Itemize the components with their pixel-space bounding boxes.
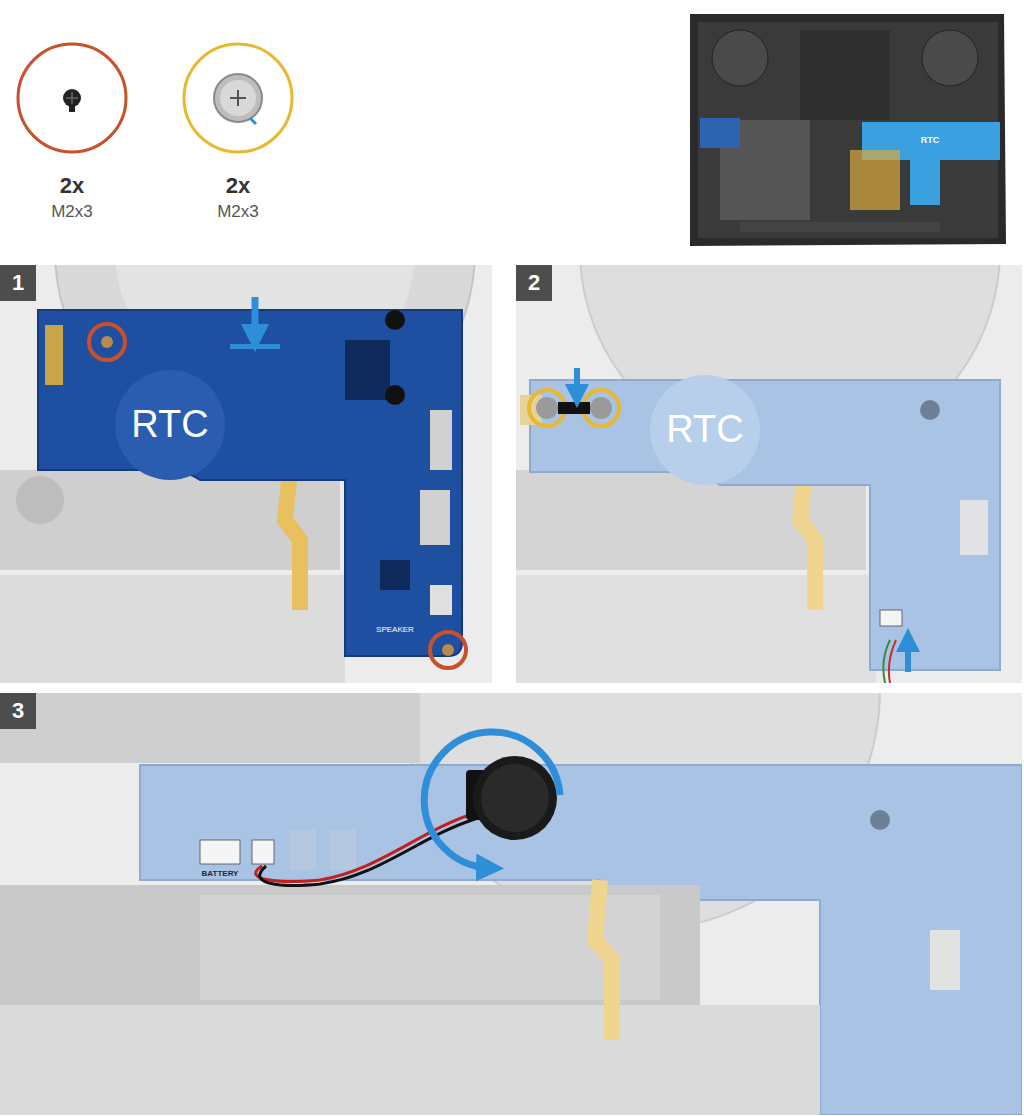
step-3-image [0,693,1022,1115]
quantity-label: 2x [60,174,84,198]
board-marking: SPEAKER [376,626,414,635]
screw-size: M2x3 [217,203,259,222]
step-2-image [516,265,1022,683]
board-marking: BATTERY [202,870,239,879]
board-marking: RTC [666,409,743,451]
quantity-label: 2x [226,174,250,198]
step-number: 3 [0,693,36,729]
screw-size: M2x3 [51,203,93,222]
laptop-thumbnail [690,14,1006,246]
board-marking: RTC [921,136,940,146]
step-number: 2 [516,265,552,301]
step-number: 1 [0,265,36,301]
board-marking: RTC [131,404,208,446]
step-panel: 1 [0,265,492,683]
step-panel: 2 [516,265,1022,683]
step-panel: 3 [0,693,1022,1115]
step-1-image [0,265,492,683]
screw-legend [18,44,292,152]
